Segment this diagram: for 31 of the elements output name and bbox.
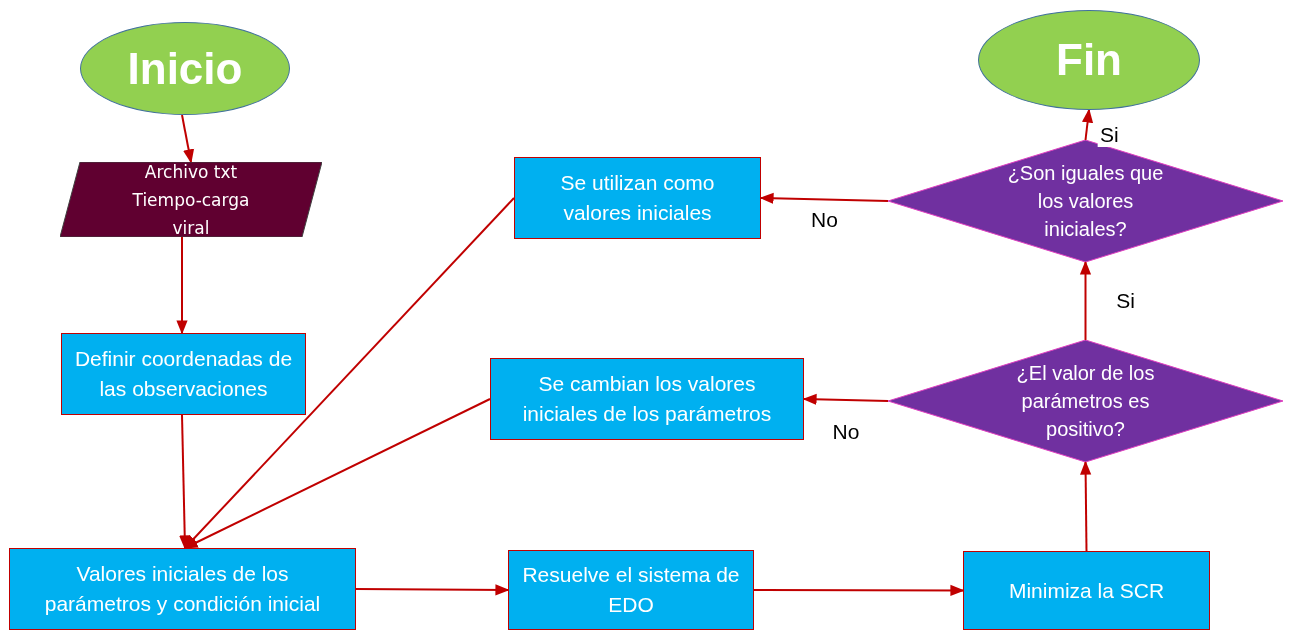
node-label: Fin [1056,34,1122,86]
arrow [753,584,965,597]
node-label: Archivo txt Tiempo-carga viral [131,160,251,240]
process-box [963,551,1210,630]
arrow [802,393,889,405]
node-label: Se utilizan como valores iniciales [559,170,716,226]
node-label: Valores iniciales de los parámetros y condición inicial [43,561,322,617]
process-box [61,333,306,415]
node-label: ¿El valor de los parámetros es positivo? [1015,361,1156,442]
process-box [508,550,754,630]
arrow [1079,260,1092,341]
arrow [355,584,510,596]
node-label: Minimiza la SCR [1008,577,1165,604]
node-label: Resuelve el sistema de EDO [521,562,741,618]
node-label: Se cambian los valores iniciales de los parámetros [521,371,773,427]
arrow [184,197,515,549]
arrow [181,114,195,164]
node-label: Definir coordenadas de las observaciones [74,346,293,402]
arrow [1080,460,1092,552]
data-parallelogram [60,162,322,237]
node-label: Inicio [127,42,243,95]
arrow [1082,108,1094,141]
decision-diamond [888,140,1283,262]
node-label: ¿Son iguales que los valores iniciales? [1006,161,1165,242]
process-box [490,358,804,440]
arrow [179,414,191,550]
arrow [176,236,188,335]
decision-diamond [888,340,1283,462]
process-box [9,548,356,630]
arrow [759,192,889,204]
process-box [514,157,761,239]
